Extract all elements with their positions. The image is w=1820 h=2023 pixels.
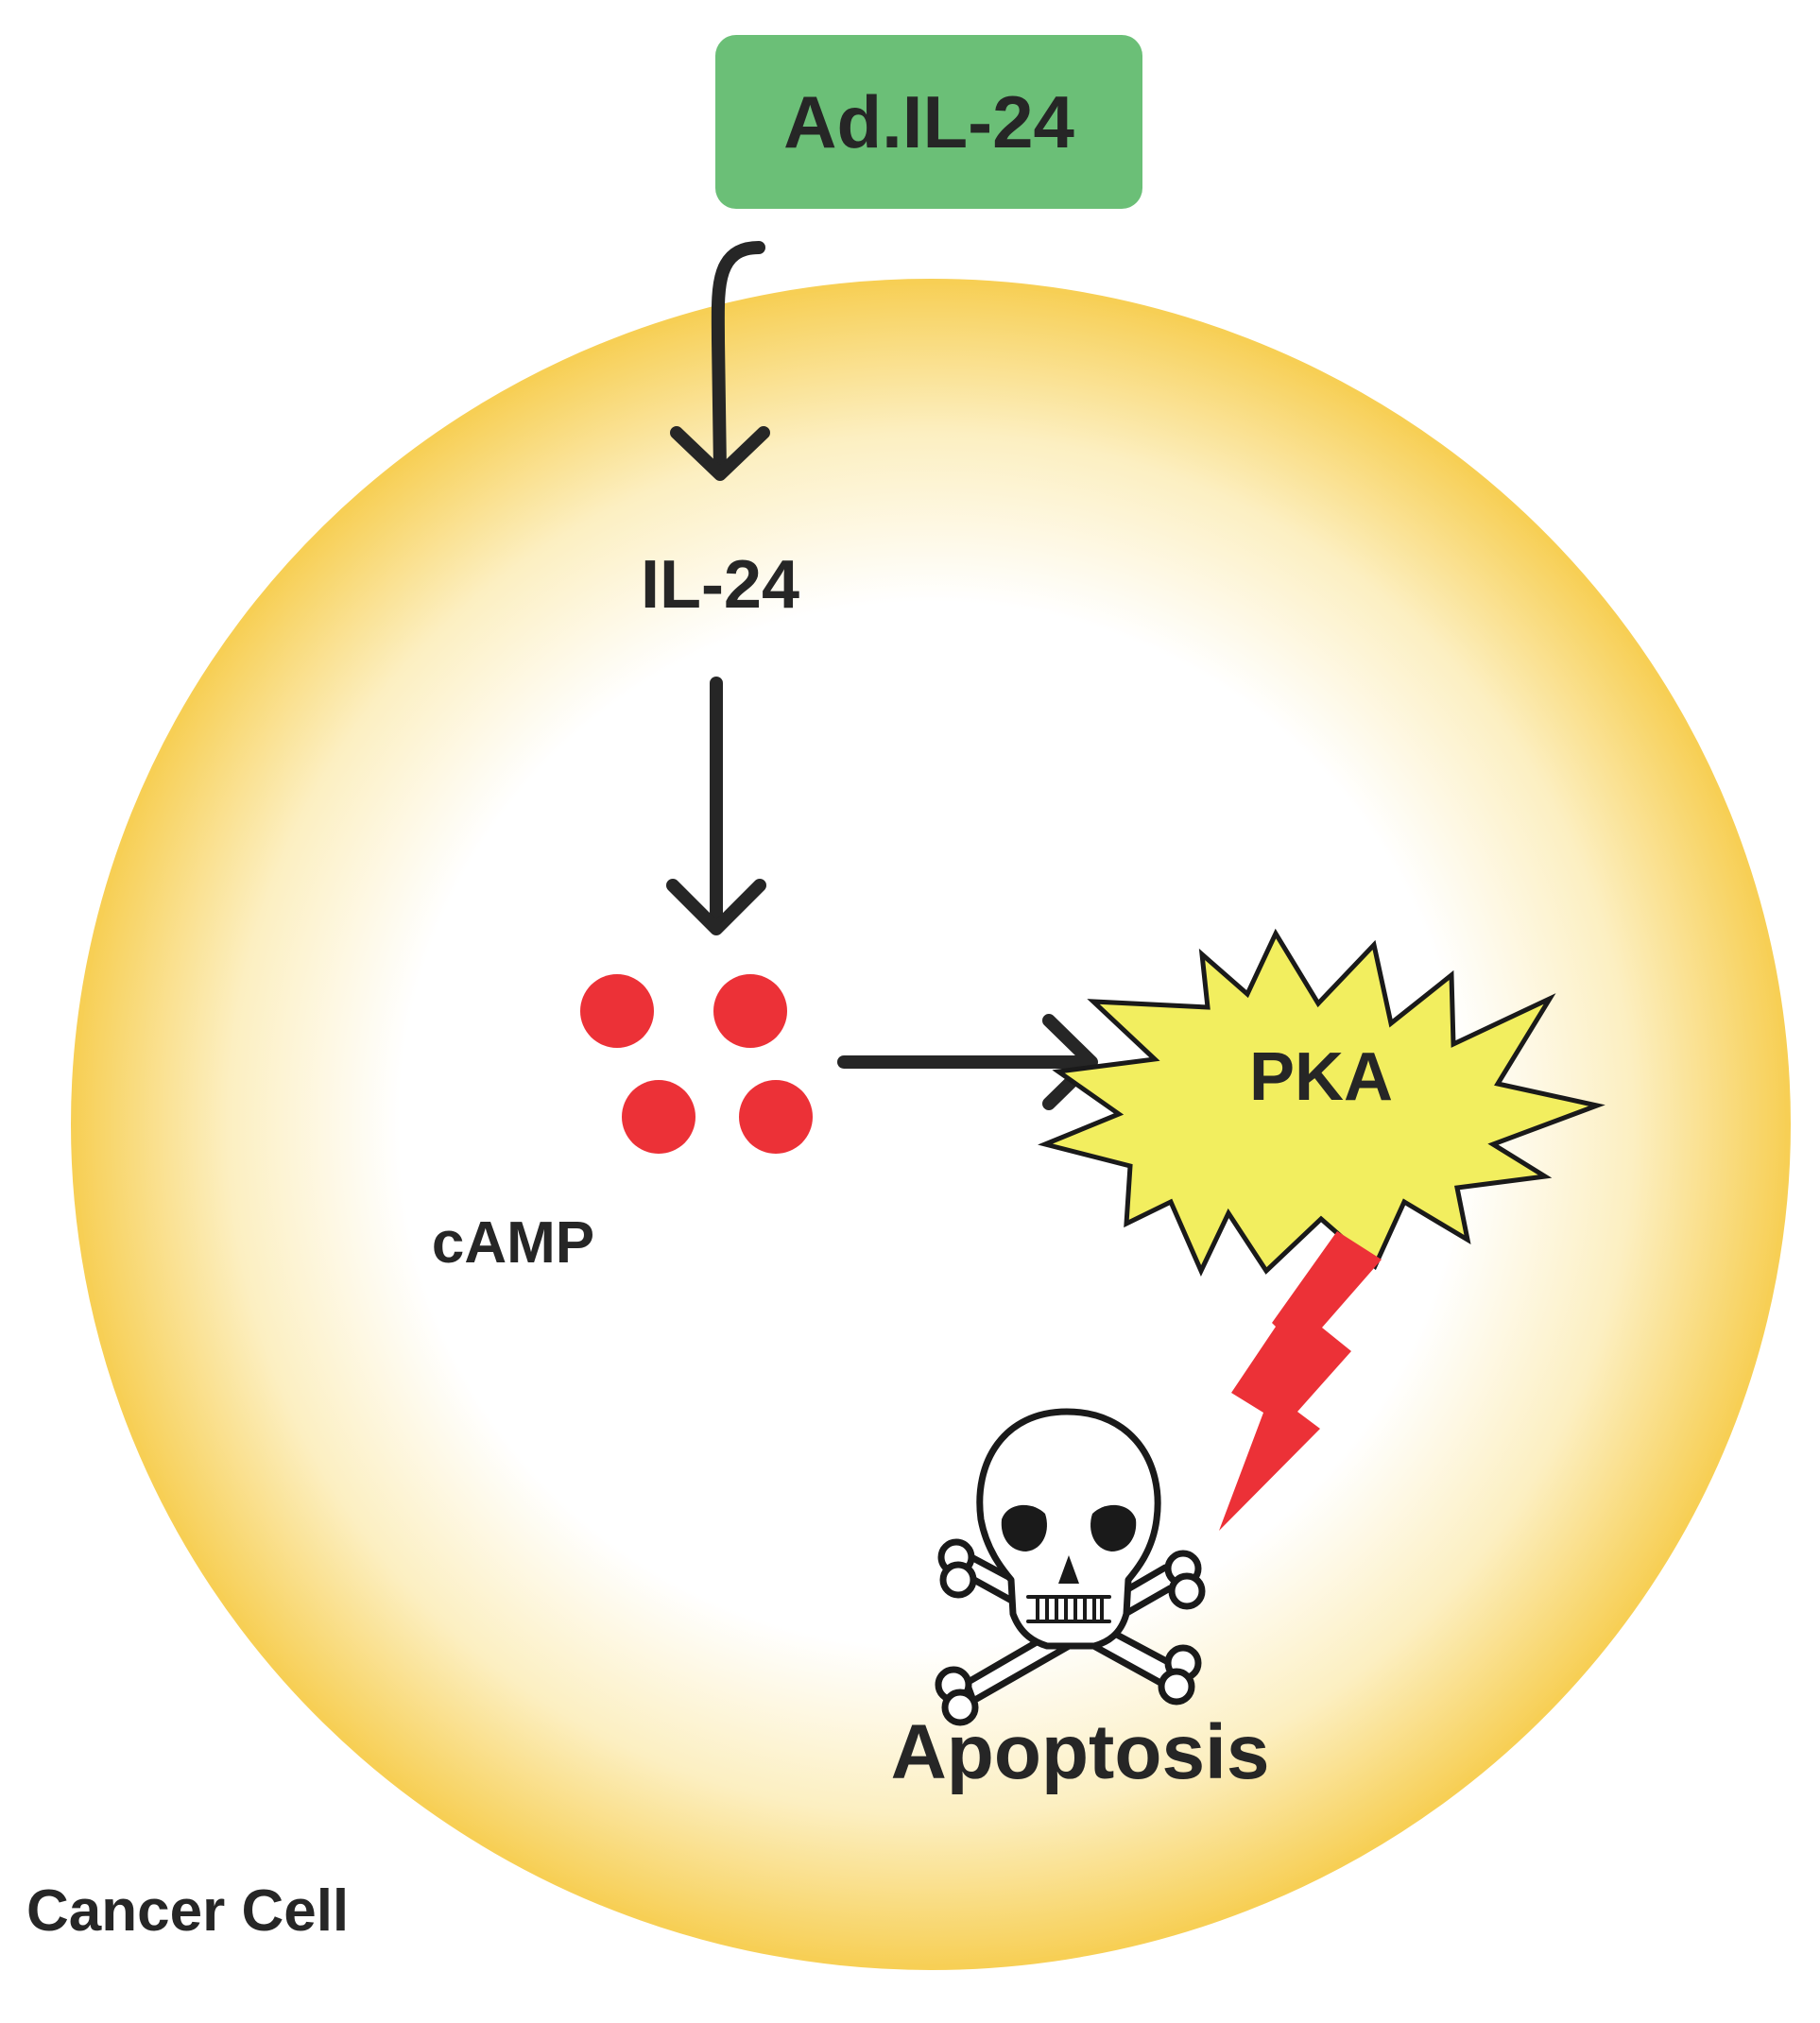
camp-molecules bbox=[580, 974, 813, 1154]
camp-dot bbox=[580, 974, 654, 1048]
camp-dot bbox=[622, 1080, 695, 1154]
cancer-cell bbox=[71, 279, 1791, 1970]
ad-il24-node: Ad.IL-24 bbox=[715, 35, 1142, 209]
camp-dot bbox=[739, 1080, 813, 1154]
pka-label: PKA bbox=[1249, 1039, 1393, 1115]
entry-arrow bbox=[670, 241, 770, 481]
il24-label: IL-24 bbox=[641, 547, 799, 623]
ad-il24-label: Ad.IL-24 bbox=[783, 80, 1074, 163]
camp-to-pka-arrow bbox=[837, 1014, 1098, 1110]
cancer-cell-label: Cancer Cell bbox=[26, 1878, 349, 1944]
lightning-bolt-icon bbox=[1219, 1231, 1382, 1531]
il24-to-camp-arrow bbox=[666, 677, 766, 935]
camp-label: cAMP bbox=[432, 1210, 594, 1276]
apoptosis-label: Apoptosis bbox=[891, 1709, 1270, 1795]
ad-il24-box bbox=[715, 35, 1142, 209]
skull-crossbones-icon bbox=[935, 1408, 1206, 1726]
camp-dot bbox=[713, 974, 787, 1048]
pka-burst bbox=[1038, 928, 1605, 1277]
pka-node: PKA bbox=[1038, 928, 1605, 1277]
